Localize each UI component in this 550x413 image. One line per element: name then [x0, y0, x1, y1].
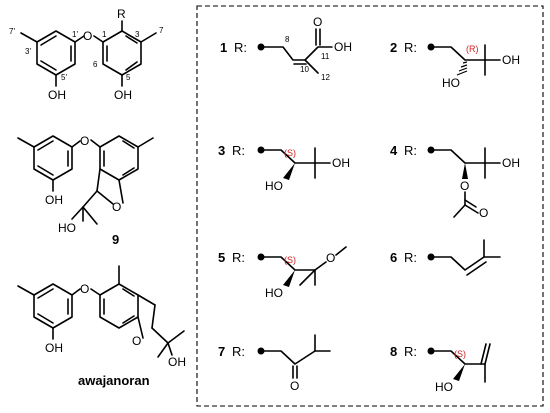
atom-label: OH: [334, 40, 352, 54]
r-group-number: 2: [390, 40, 397, 55]
r-group-number: 4: [390, 143, 398, 158]
atom-label: OH: [48, 88, 66, 102]
locant: 7: [159, 26, 164, 35]
atom-label: OH: [502, 156, 520, 170]
r-label: R:: [404, 143, 417, 158]
core-structure: O OH OH R 7' 3' 1' 1 3 7 6 5' 5: [9, 7, 164, 102]
atom-label: HO: [58, 221, 76, 235]
r-group-number: 7: [218, 344, 225, 359]
r-group-3: 3 R: (S) HO OH: [218, 143, 350, 193]
stereo-label: (R): [466, 44, 479, 54]
locant: 1: [102, 30, 107, 39]
atom-label: O: [479, 206, 488, 220]
locant: 6: [93, 60, 98, 69]
compound-9-structure: O O OH HO 9: [17, 134, 154, 247]
atom-label: HO: [435, 380, 453, 394]
r-label: R:: [404, 40, 417, 55]
r-label: R:: [232, 250, 245, 265]
r-group-7: 7 R: O: [218, 334, 331, 393]
atom-label: O: [313, 15, 322, 29]
compound-label: 9: [112, 232, 119, 247]
stereo-label: (S): [454, 349, 466, 359]
atom-label: O: [290, 379, 299, 393]
wedge-bond: [283, 163, 295, 180]
substituent-r: R: [117, 7, 126, 21]
r-group-6: 6 R:: [390, 239, 501, 276]
atom-label: OH: [168, 355, 186, 369]
locant: 3': [25, 47, 31, 56]
stereo-label: (S): [284, 148, 296, 158]
atom-label: OH: [45, 193, 63, 207]
r-group-number: 5: [218, 250, 225, 265]
atom-label: HO: [265, 179, 283, 193]
awajanoran-structure: O O OH OH awajanoran: [17, 265, 186, 388]
r-group-number: 1: [220, 40, 227, 55]
compound-label: awajanoran: [78, 373, 150, 388]
r-group-8: 8 R: (S) HO: [390, 343, 491, 394]
locant: 7': [9, 27, 15, 36]
atom-label: HO: [265, 286, 283, 300]
locant: 8: [285, 35, 290, 44]
r-group-2: 2 R: (R) HO OH: [390, 40, 520, 90]
wedge-bond: [453, 364, 465, 381]
r-label: R:: [232, 143, 245, 158]
locant: 3: [135, 30, 140, 39]
r-group-number: 3: [218, 143, 225, 158]
atom-label: O: [83, 29, 92, 43]
locant: 11: [321, 52, 330, 61]
locant: 1': [72, 30, 78, 39]
atom-label: OH: [332, 156, 350, 170]
r-group-4: 4 R: O O OH: [390, 143, 520, 220]
atom-label: O: [112, 200, 121, 214]
atom-label: OH: [114, 88, 132, 102]
wedge-bond: [283, 270, 295, 287]
atom-label: O: [80, 282, 89, 296]
hashed-bond: [456, 61, 468, 76]
r-group-panel: [196, 5, 544, 407]
r-group-number: 6: [390, 250, 397, 265]
atom-label: O: [460, 179, 469, 193]
locant: 10: [300, 65, 309, 74]
r-group-1: 1 R: O OH 8 11 10 12: [220, 15, 352, 82]
wedge-bond: [462, 163, 468, 179]
r-label: R:: [234, 40, 247, 55]
atom-label: O: [326, 251, 335, 265]
atom-label: OH: [502, 53, 520, 67]
atom-label: O: [80, 134, 89, 148]
r-group-5: 5 R: (S) HO O: [218, 246, 347, 300]
r-group-number: 8: [390, 344, 397, 359]
atom-label: OH: [45, 341, 63, 355]
r-label: R:: [404, 250, 417, 265]
atom-label: HO: [442, 76, 460, 90]
stereo-label: (S): [284, 255, 296, 265]
locant: 5': [61, 73, 67, 82]
r-label: R:: [404, 344, 417, 359]
locant: 12: [321, 73, 330, 82]
r-label: R:: [232, 344, 245, 359]
atom-label: O: [132, 334, 141, 348]
locant: 5: [126, 73, 131, 82]
